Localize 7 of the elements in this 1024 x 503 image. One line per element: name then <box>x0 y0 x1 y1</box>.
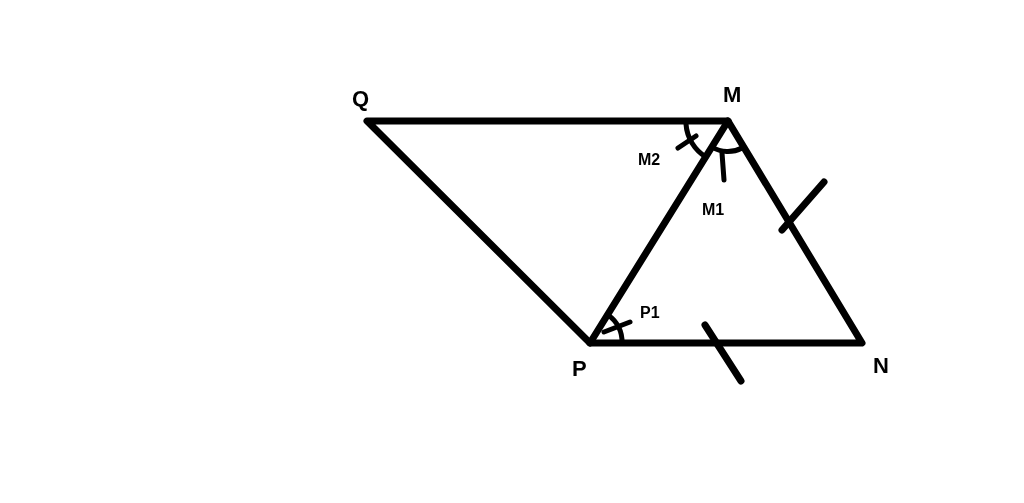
angle-label: P1 <box>640 305 660 321</box>
angle-label: M1 <box>702 202 725 218</box>
point-label: Q <box>352 88 370 110</box>
point-label: P <box>572 358 587 380</box>
angle-label: M2 <box>638 152 661 168</box>
point-label: N <box>873 355 889 377</box>
point-label: M <box>723 84 742 106</box>
